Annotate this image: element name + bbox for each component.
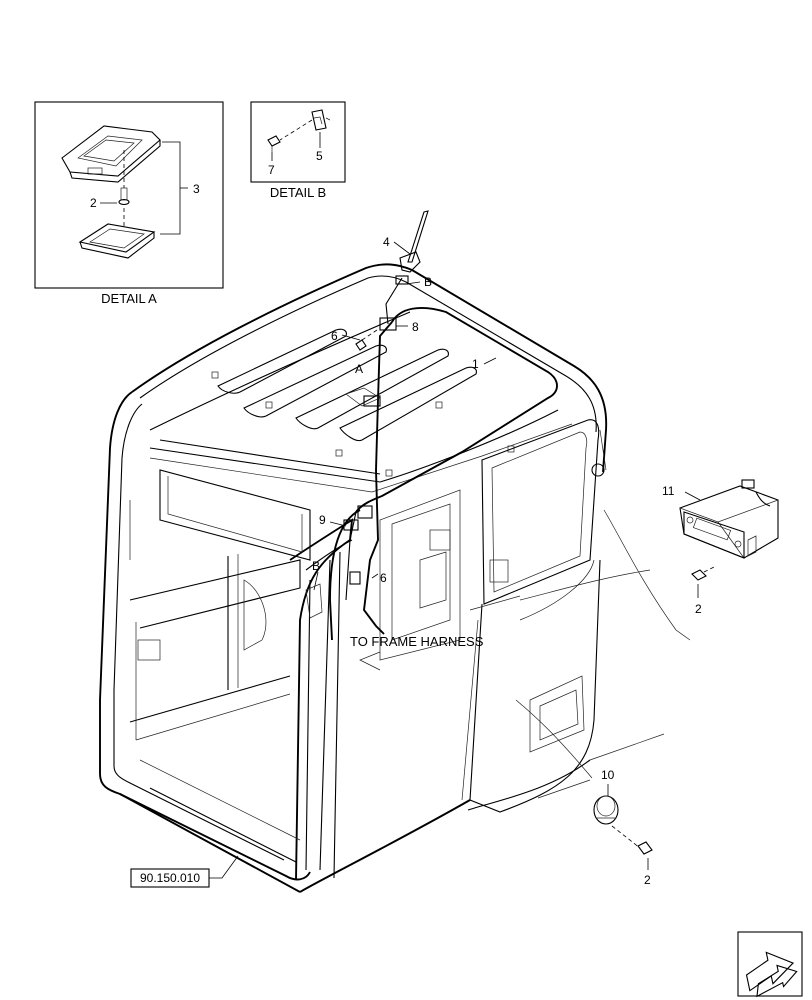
callout-4: 4 bbox=[383, 235, 390, 249]
harness-note: TO FRAME HARNESS bbox=[350, 634, 484, 649]
screw-icon bbox=[637, 841, 653, 855]
cab-frame bbox=[99, 263, 608, 893]
reference-box[interactable]: 90.150.010 bbox=[130, 868, 210, 888]
callout-11: 11 bbox=[662, 484, 675, 498]
callout-b-left: B bbox=[312, 559, 320, 573]
callout-9: 9 bbox=[319, 513, 326, 527]
callout-1: 1 bbox=[472, 357, 479, 371]
screw-icon bbox=[118, 150, 130, 206]
callout-b-top: B bbox=[424, 275, 432, 289]
callout-5: 5 bbox=[316, 149, 323, 163]
reference-label: 90.150.010 bbox=[140, 871, 200, 885]
detail-a-frame bbox=[34, 101, 224, 289]
dome-lamp-icon bbox=[61, 125, 161, 183]
callout-7: 7 bbox=[268, 163, 275, 177]
speaker-icon bbox=[593, 795, 619, 825]
callout-2-radio: 2 bbox=[695, 602, 702, 616]
bolt-icon bbox=[267, 135, 281, 152]
callout-3: 3 bbox=[193, 182, 200, 196]
radio-unit-icon bbox=[679, 479, 779, 559]
arrow-back-icon[interactable] bbox=[737, 931, 803, 998]
wire-harness bbox=[329, 275, 558, 641]
screw-icon bbox=[691, 565, 717, 581]
detail-a: 3 2 DETAIL A bbox=[34, 101, 224, 306]
callout-6-top: 6 bbox=[331, 329, 338, 343]
bolt-icon bbox=[355, 327, 381, 351]
clip-icon bbox=[311, 109, 331, 131]
callout-a: A bbox=[355, 362, 363, 376]
connector-icon bbox=[343, 275, 409, 585]
callout-8: 8 bbox=[412, 320, 419, 334]
detail-b: 7 5 DETAIL B bbox=[250, 101, 346, 200]
callout-10: 10 bbox=[601, 768, 615, 782]
lamp-lens-icon bbox=[78, 223, 156, 259]
detail-b-caption: DETAIL B bbox=[270, 185, 326, 200]
callout-2-speaker: 2 bbox=[644, 873, 651, 887]
antenna-icon bbox=[399, 210, 429, 273]
harness-loop bbox=[355, 307, 558, 513]
roof-bolt-icon bbox=[211, 371, 515, 477]
callout-6-bottom: 6 bbox=[380, 571, 387, 585]
detail-b-frame bbox=[250, 101, 346, 183]
detail-a-caption: DETAIL A bbox=[101, 291, 157, 306]
callout-2-detail-a: 2 bbox=[90, 196, 97, 210]
